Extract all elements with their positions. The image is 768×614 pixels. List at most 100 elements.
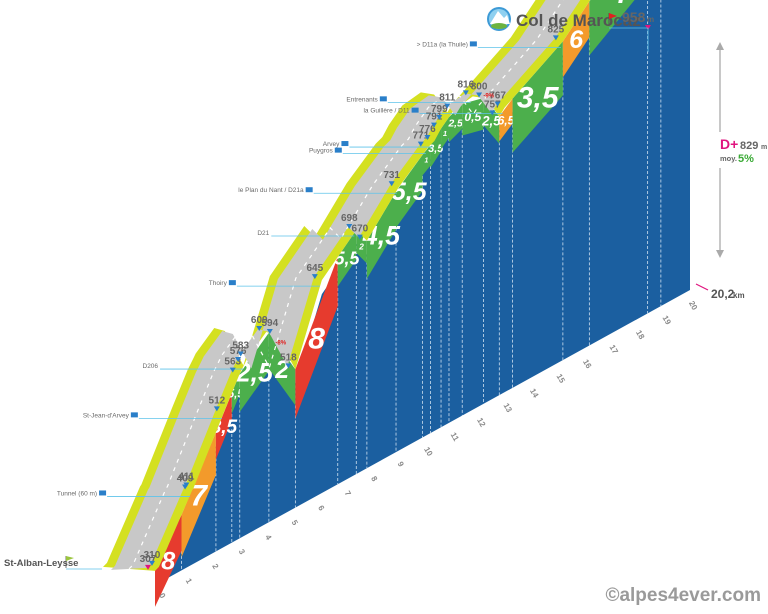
- mountain-logo-icon: [487, 7, 511, 31]
- altitude-marker-icon: [476, 92, 483, 98]
- altitude-label: 310: [144, 550, 161, 561]
- altitude-label: 409: [177, 473, 194, 484]
- altitude-marker: 731: [383, 170, 400, 187]
- km-tick-label: 18: [634, 329, 647, 342]
- segment-gradient-label: 3,5: [517, 81, 560, 114]
- km-tick-label: 20: [687, 299, 700, 312]
- altitude-label: 670: [352, 224, 369, 235]
- altitude-marker-icon: [235, 357, 242, 363]
- altitude-label: 791: [426, 112, 443, 123]
- altitude-marker-icon: [444, 103, 451, 109]
- altitude-label: 512: [209, 395, 226, 406]
- altitude-marker-icon: [436, 114, 443, 120]
- road-asphalt: [111, 0, 581, 570]
- segment-band: [430, 128, 442, 168]
- houses-icon: [411, 107, 419, 113]
- segment-gradient-label: 4: [609, 0, 627, 10]
- altitude-marker-icon: [489, 110, 496, 116]
- segment-gradient-label: 2,5: [447, 119, 463, 130]
- segment-band: [483, 98, 500, 144]
- segment-band: [231, 373, 240, 414]
- km-tick-label: 7: [343, 489, 353, 498]
- total-distance-unit: km: [733, 291, 745, 300]
- altitude-marker: 563: [224, 357, 242, 373]
- km-tick-label: 12: [475, 416, 488, 429]
- descent-gradient-label: -8%: [275, 341, 286, 347]
- segment-gradient-label: 6,5: [497, 113, 514, 127]
- altitude-marker: 594: [261, 318, 279, 334]
- altitude-marker: 645: [307, 263, 324, 280]
- waypoint-name: le Plan du Nant / D21a: [238, 187, 304, 194]
- km-tick-label: 16: [581, 358, 594, 371]
- segment-band: [512, 41, 563, 153]
- altitude-marker: 411: [178, 472, 195, 488]
- altitude-marker: 512: [209, 395, 226, 412]
- waypoint: Tunnel (60 m): [57, 490, 191, 497]
- gradient-segment: 1: [441, 117, 449, 150]
- segment-gradient-label: 7: [190, 479, 208, 512]
- waypoint: Arvey: [323, 141, 433, 148]
- altitude-label: 816: [457, 79, 474, 90]
- distance-end-tick: [695, 283, 709, 291]
- altitude-label: 563: [224, 357, 241, 368]
- altitude-marker: 776: [419, 124, 436, 141]
- altitude-marker-icon: [148, 560, 155, 566]
- waypoint-name: D206: [143, 363, 159, 370]
- altitude-label: 594: [261, 318, 278, 329]
- altitude-marker: 791: [426, 112, 443, 128]
- altitude-label: 698: [341, 213, 358, 224]
- altitude-marker-icon: [229, 367, 236, 373]
- descent-gradient-label: -9%: [483, 94, 494, 100]
- segment-band: [499, 98, 513, 142]
- waypoint-name: D21: [257, 230, 269, 237]
- gradient-segment: 5,5: [335, 229, 361, 287]
- segment-band: [396, 154, 423, 228]
- waypoint: St-Jean-d'Arvey: [83, 412, 222, 419]
- altitude-label: 800: [471, 81, 488, 92]
- gradient-segment: 2: [356, 229, 367, 264]
- gradient-segment: 7: [181, 432, 216, 558]
- km-tick-label: 1: [184, 577, 194, 586]
- altitude-marker: 583: [232, 340, 249, 357]
- altitude-marker-icon: [311, 274, 318, 280]
- altitude-label: 757: [484, 99, 501, 110]
- segment-band: [181, 432, 216, 558]
- waypoint-name: > D11a (la Thuile): [417, 41, 468, 48]
- summit-flag-icon: [608, 13, 617, 26]
- segment-gradient-label: 8: [308, 322, 325, 355]
- altitude-label: 731: [383, 170, 400, 181]
- church-icon: [130, 412, 138, 418]
- church-icon: [228, 280, 236, 286]
- altitude-label: 609: [251, 315, 268, 326]
- gradient-segment: 3,5: [428, 128, 444, 168]
- waypoints: Tunnel (60 m) St-Jean-d'Arvey D206 Thoiry D2…: [57, 0, 561, 497]
- altitude-marker-icon: [388, 181, 395, 187]
- km-tick-label: 6: [316, 504, 326, 513]
- altitude-marker-icon: [183, 482, 190, 488]
- altitude-label: 771: [412, 131, 429, 142]
- waypoint: Entrenants: [346, 96, 471, 103]
- summit-altitude: 958: [622, 9, 646, 25]
- altitude-label: 411: [178, 472, 195, 483]
- altitude-marker-icon: [145, 564, 151, 570]
- gradient-segment: 6,5: [497, 98, 515, 142]
- segment-gradient-label: 8: [161, 548, 175, 576]
- road-surface: [103, 0, 591, 571]
- altitude-label: 645: [307, 263, 324, 274]
- altitude-label: 767: [489, 91, 506, 102]
- segment-band: [441, 117, 449, 150]
- summit-marker-icon: [645, 25, 651, 30]
- altitude-label: 583: [232, 340, 249, 351]
- altitude-marker-icon: [237, 351, 244, 357]
- altitude-label: 776: [419, 124, 436, 135]
- average-gradient: 5%: [738, 153, 754, 165]
- km-tick-label: 4: [263, 533, 273, 542]
- houses-icon: [379, 96, 387, 102]
- waypoint: Thoiry: [209, 280, 320, 287]
- waypoint: le Plan du Nant / D21a: [238, 187, 397, 194]
- church-icon: [334, 147, 342, 153]
- segment-band: [337, 229, 357, 287]
- summit-unit: m: [647, 15, 654, 24]
- title-block: Col de Marocaz 958 m: [487, 7, 654, 52]
- segment-band: [366, 191, 397, 279]
